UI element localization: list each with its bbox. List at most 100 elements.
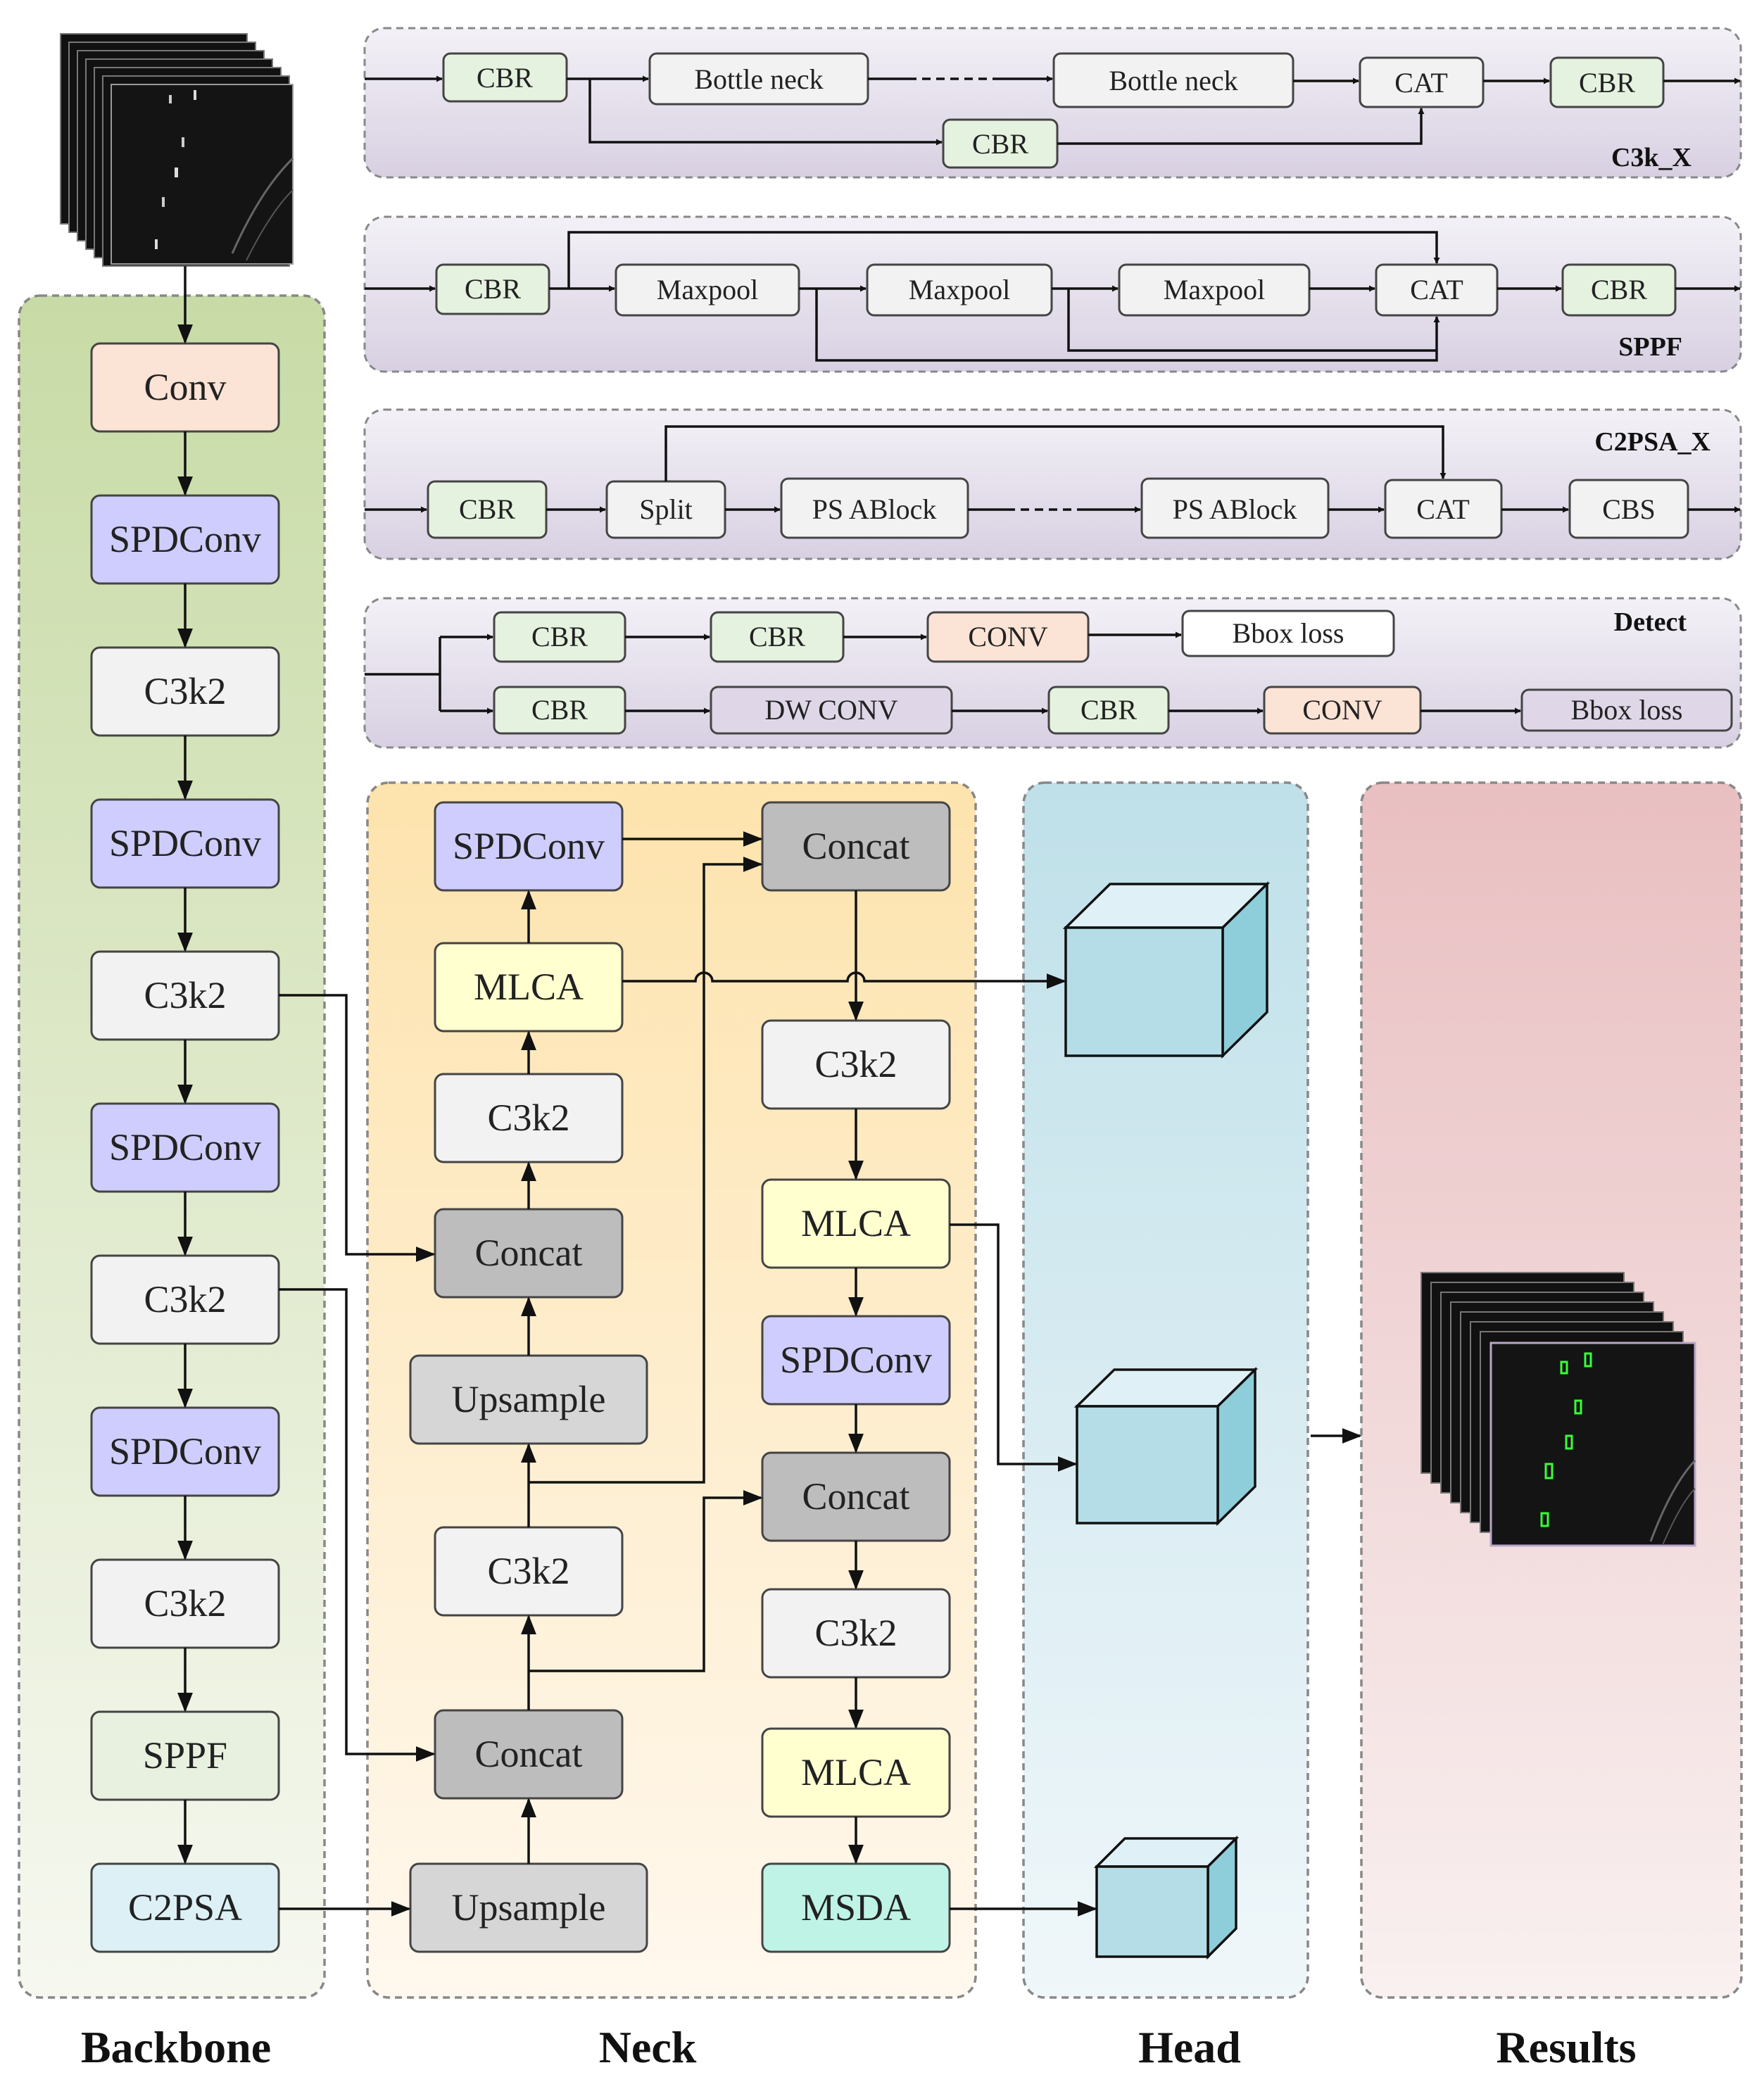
detect-conv-2: CONV (1263, 686, 1422, 735)
svg-text:Concat: Concat (802, 825, 910, 867)
svg-text:Bottle neck: Bottle neck (1109, 65, 1237, 96)
head-output-cube-medium (1073, 1366, 1259, 1527)
svg-text:SPDConv: SPDConv (453, 825, 605, 867)
svg-text:C3k2: C3k2 (144, 974, 226, 1016)
svg-text:CONV: CONV (968, 621, 1047, 652)
svg-text:Maxpool: Maxpool (909, 274, 1010, 305)
svg-text:CBR: CBR (531, 694, 588, 726)
detect-cbr-1b: CBR (710, 611, 845, 663)
neck-c3k2-right-1: C3k2 (761, 1019, 951, 1110)
c2psa-cat: CAT (1384, 479, 1503, 539)
detect-cbr-2a: CBR (493, 686, 626, 735)
svg-text:C3k2: C3k2 (487, 1550, 569, 1592)
neck-concat-right-1: Concat (761, 801, 951, 892)
c3k-x-label: C3k_X (1611, 143, 1691, 172)
svg-text:Bottle neck: Bottle neck (694, 63, 823, 95)
svg-text:CBR: CBR (749, 621, 805, 652)
detect-bbox-loss-1: Bbox loss (1181, 610, 1395, 657)
detect-cbr-2b: CBR (1047, 686, 1170, 735)
backbone-conv: Conv (90, 342, 280, 433)
neck-msda: MSDA (761, 1862, 951, 1953)
svg-text:Bbox loss: Bbox loss (1571, 694, 1683, 726)
neck-concat-left-2: Concat (434, 1709, 624, 1800)
svg-text:SPDConv: SPDConv (109, 1126, 261, 1168)
c3k-bottleneck-2: Bottle neck (1052, 52, 1294, 108)
svg-text:CAT: CAT (1410, 274, 1463, 305)
backbone-spdconv-1: SPDConv (90, 494, 280, 585)
head-output-cube-large (1062, 881, 1271, 1059)
c2psa-cbr-in: CBR (427, 480, 548, 539)
c2psa-x-module: C2PSA_X (363, 408, 1742, 560)
svg-text:MSDA: MSDA (801, 1886, 911, 1929)
neck-upsample-2: Upsample (409, 1862, 648, 1953)
svg-text:DW CONV: DW CONV (764, 694, 897, 726)
svg-text:CBR: CBR (465, 273, 521, 305)
svg-text:PS ABlock: PS ABlock (1173, 493, 1297, 525)
svg-text:CBR: CBR (477, 62, 533, 94)
svg-text:C3k2: C3k2 (814, 1612, 897, 1654)
svg-text:PS ABlock: PS ABlock (812, 493, 937, 525)
head-output-cube-small (1093, 1835, 1240, 1960)
svg-text:CONV: CONV (1302, 694, 1382, 726)
detect-conv-1: CONV (926, 611, 1090, 663)
svg-text:Conv: Conv (144, 366, 226, 408)
svg-text:CBR: CBR (1591, 274, 1647, 305)
result-image (1489, 1342, 1696, 1547)
svg-text:Concat: Concat (475, 1733, 583, 1775)
svg-text:CBR: CBR (531, 621, 588, 652)
svg-text:SPDConv: SPDConv (109, 822, 261, 864)
neck-mlca-right-2: MLCA (761, 1727, 951, 1818)
sppf-cbr-out: CBR (1561, 263, 1677, 317)
svg-text:SPDConv: SPDConv (109, 518, 261, 560)
svg-text:Split: Split (639, 493, 693, 525)
svg-text:SPDConv: SPDConv (109, 1430, 261, 1472)
svg-text:C2PSA: C2PSA (128, 1886, 242, 1929)
neck-c3k2-right-2: C3k2 (761, 1588, 951, 1679)
neck-spdconv-top: SPDConv (434, 801, 624, 892)
c3k-cbr-in: CBR (442, 52, 568, 103)
svg-text:SPPF: SPPF (143, 1734, 227, 1776)
detect-bbox-loss-2: Bbox loss (1520, 688, 1733, 732)
svg-text:CBS: CBS (1602, 493, 1656, 525)
c3k-bottleneck-1: Bottle neck (648, 52, 869, 106)
backbone-spdconv-2: SPDConv (90, 798, 280, 889)
svg-text:Upsample: Upsample (452, 1378, 606, 1420)
cross-edges (279, 994, 436, 1917)
c3k-cbr-shortcut: CBR (942, 118, 1059, 169)
svg-text:C3k2: C3k2 (487, 1097, 569, 1139)
svg-text:MLCA: MLCA (474, 966, 584, 1008)
backbone-c3k2-2: C3k2 (90, 950, 280, 1041)
c2psa-psablock-1: PS ABlock (780, 477, 969, 539)
svg-text:MLCA: MLCA (801, 1202, 911, 1244)
neck-upsample-1: Upsample (409, 1354, 648, 1445)
svg-text:MLCA: MLCA (801, 1751, 911, 1793)
sppf-maxpool-1: Maxpool (615, 263, 800, 317)
backbone-c3k2-4: C3k2 (90, 1558, 280, 1649)
detect-dwconv: DW CONV (710, 686, 953, 735)
neck-mlca-top-left: MLCA (434, 942, 624, 1033)
c2psa-cbs: CBS (1568, 479, 1689, 539)
c2psa-psablock-2: PS ABlock (1140, 477, 1330, 539)
svg-text:Bbox loss: Bbox loss (1233, 617, 1344, 649)
backbone-c3k2-3: C3k2 (90, 1254, 280, 1345)
neck-mlca-right-1: MLCA (761, 1178, 951, 1269)
c3k-cat: CAT (1359, 56, 1485, 108)
svg-text:Upsample: Upsample (452, 1886, 606, 1929)
input-image-stack (60, 33, 294, 267)
svg-text:CBR: CBR (1579, 67, 1635, 99)
detect-cbr-1a: CBR (493, 611, 626, 663)
neck-spdconv-right: SPDConv (761, 1315, 951, 1406)
svg-text:Concat: Concat (802, 1475, 910, 1517)
sppf-cbr-in: CBR (435, 263, 550, 315)
sppf-maxpool-2: Maxpool (866, 263, 1053, 317)
backbone-spdconv-3: SPDConv (90, 1102, 280, 1193)
detect-label: Detect (1614, 607, 1687, 637)
module-edges (365, 75, 1741, 714)
result-image-stack (1420, 1272, 1696, 1547)
neck-concat-right-2: Concat (761, 1451, 951, 1542)
svg-text:C3k2: C3k2 (144, 670, 226, 712)
neck-c3k2-left-1: C3k2 (434, 1073, 624, 1163)
svg-text:C3k2: C3k2 (814, 1043, 897, 1085)
results-title: Results (1496, 2022, 1636, 2072)
